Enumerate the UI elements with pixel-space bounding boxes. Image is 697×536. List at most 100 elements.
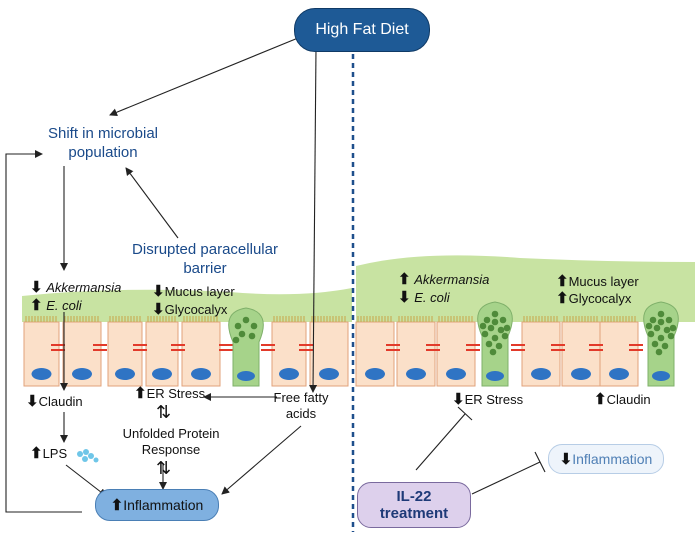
microvilli <box>563 316 598 322</box>
mucin-granule <box>495 342 503 350</box>
nucleus <box>446 368 466 380</box>
mucus-layer-left-label: ⬇Mucus layer <box>152 283 235 300</box>
akkermansia-left: ⬇ Akkermansia <box>30 279 122 296</box>
nucleus <box>72 368 92 380</box>
ecoli-right: ⬇ E. coli <box>398 289 450 306</box>
mucin-granule <box>499 316 507 324</box>
mucin-granule <box>649 316 657 324</box>
up-arrow-icon: ⬆ <box>398 271 411 288</box>
mucin-granule <box>663 326 671 334</box>
mucin-granule <box>661 342 669 350</box>
nucleus <box>365 368 385 380</box>
mucin-granule <box>491 310 499 318</box>
nucleus <box>237 371 255 381</box>
mucin-granule <box>491 334 499 342</box>
microvilli <box>273 316 305 322</box>
mucin-granule <box>232 336 240 344</box>
inflammation-node-right: ⬇Inflammation <box>548 444 664 474</box>
mucin-granule <box>497 326 505 334</box>
high-fat-diet-node: High Fat Diet <box>294 8 430 52</box>
lps-molecule-icon <box>77 449 99 463</box>
up-arrow-icon: ⬆ <box>134 385 147 402</box>
shift-microbial-label: Shift in microbial population <box>47 125 159 161</box>
mucin-granule <box>669 324 677 332</box>
mucin-granule <box>250 322 258 330</box>
claudin-left-label: ⬇Claudin <box>26 393 83 410</box>
microvilli <box>25 316 57 322</box>
microvilli <box>357 316 392 322</box>
down-arrow-icon: ⬇ <box>398 289 411 306</box>
glycocalyx-left-label: ⬇Glycocalyx <box>152 301 228 318</box>
microvilli <box>398 316 433 322</box>
microvilli <box>311 316 346 322</box>
free-fatty-acids-label: Free fatty acids <box>273 390 329 421</box>
mucus-layer-right-label: ⬆Mucus layer <box>556 273 639 290</box>
mucin-granule <box>645 322 653 330</box>
nucleus <box>531 368 551 380</box>
nucleus <box>406 368 426 380</box>
il22-label-line1: IL-22 <box>396 488 432 505</box>
up-arrow-icon: ⬆ <box>110 497 124 514</box>
disrupted-barrier-label: Disrupted paracellular barrier <box>132 241 278 277</box>
microvilli <box>523 316 558 322</box>
down-arrow-icon: ⬇ <box>30 279 43 296</box>
up-arrow-icon: ⬆ <box>594 391 607 408</box>
down-arrow-icon: ⬇ <box>26 393 39 410</box>
down-arrow-icon: ⬇ <box>452 391 465 408</box>
nucleus <box>152 368 172 380</box>
il22-treatment-node: IL-22 treatment <box>357 482 471 528</box>
mucin-granule <box>501 332 509 340</box>
upr-label: Unfolded Protein Response <box>122 426 220 457</box>
il22-label-line2: treatment <box>379 505 449 522</box>
mucin-granule <box>657 334 665 342</box>
high-fat-diet-label: High Fat Diet <box>315 21 409 38</box>
mucin-granule <box>487 324 495 332</box>
mucin-granule <box>653 324 661 332</box>
nucleus <box>319 368 339 380</box>
microvilli <box>64 316 99 322</box>
mucin-granule <box>651 340 659 348</box>
nucleus <box>609 368 629 380</box>
mucin-granule <box>657 310 665 318</box>
er-stress-left-label: ⬆ER Stress <box>134 385 206 402</box>
mucin-granule <box>242 316 250 324</box>
claudin-right-label: ⬆Claudin <box>594 391 651 408</box>
updown-arrows-icon: ⇅ <box>156 458 172 478</box>
inflammation-node-left: ⬆Inflammation <box>95 489 219 521</box>
microvilli <box>183 316 218 322</box>
nucleus <box>31 368 52 380</box>
inflammation-label-left: Inflammation <box>123 497 204 513</box>
mucin-granule <box>234 322 242 330</box>
up-arrow-icon: ⬆ <box>556 273 569 290</box>
nucleus <box>115 368 135 380</box>
up-arrow-icon: ⬆ <box>30 445 43 462</box>
microvilli <box>109 316 141 322</box>
microvilli <box>147 316 176 322</box>
er-stress-right-label: ⬇ER Stress <box>452 391 524 408</box>
mucin-granule <box>238 330 246 338</box>
down-arrow-icon: ⬇ <box>152 283 165 300</box>
nucleus <box>652 371 670 381</box>
epithelial-cell <box>62 321 102 387</box>
nucleus <box>486 371 504 381</box>
lps-label: ⬆LPS <box>30 445 68 462</box>
mucin-granule <box>665 316 673 324</box>
updown-arrows-icon: ⇅ <box>156 402 172 422</box>
down-arrow-icon: ⬇ <box>559 451 573 468</box>
mucus-layer-right <box>356 255 695 322</box>
microvilli <box>438 316 473 322</box>
nucleus <box>571 368 591 380</box>
epithelial-cell <box>599 321 639 387</box>
mucin-granule <box>479 322 487 330</box>
mucin-granule <box>483 316 491 324</box>
inflammation-label-right: Inflammation <box>572 451 653 467</box>
mucus-layer-left <box>22 288 352 322</box>
mucin-granule <box>667 332 675 340</box>
down-arrow-icon: ⬇ <box>152 301 165 318</box>
mucin-granule <box>481 330 489 338</box>
epithelium-right <box>355 301 679 387</box>
mucin-granule <box>485 340 493 348</box>
mucin-granule <box>248 332 256 340</box>
